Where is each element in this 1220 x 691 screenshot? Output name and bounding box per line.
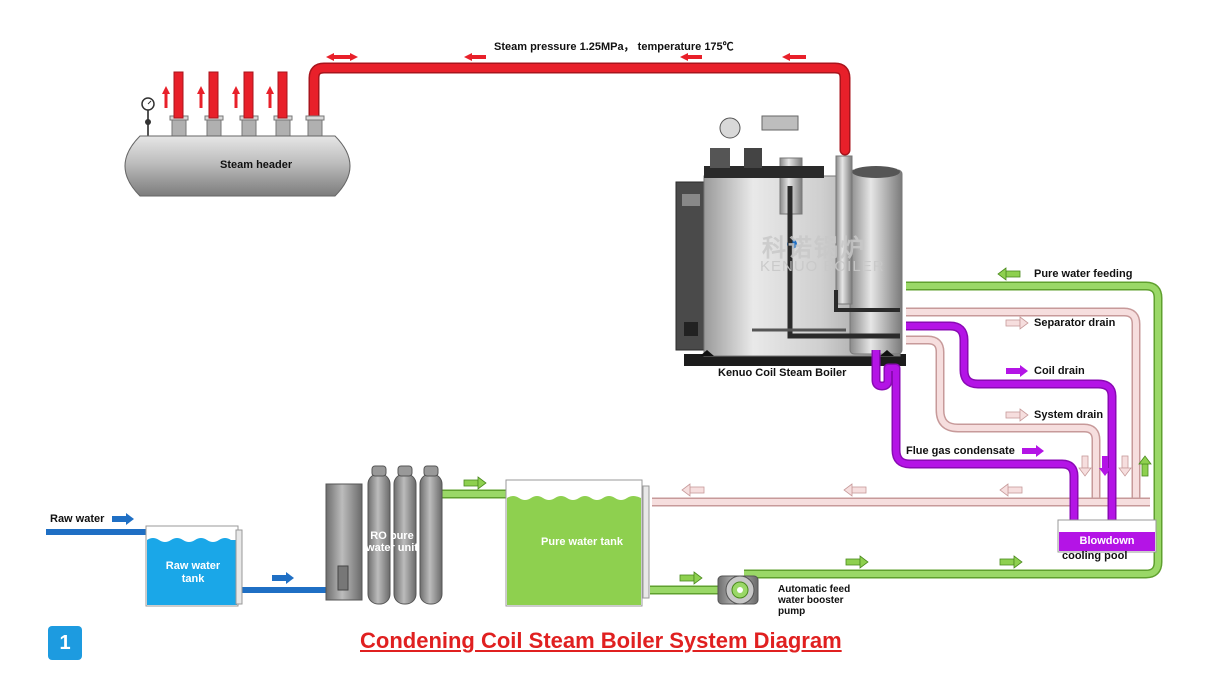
header-body bbox=[124, 135, 351, 197]
raw-water-label: Raw water bbox=[50, 513, 105, 525]
arrow-up-icon bbox=[197, 86, 205, 108]
pressure-gauge-icon bbox=[141, 97, 155, 136]
steam-flow-arrows bbox=[326, 53, 806, 61]
pure-water-tank bbox=[505, 479, 650, 607]
steam-pipe bbox=[308, 62, 851, 156]
separator-drain-label: Separator drain bbox=[1034, 317, 1116, 329]
arrow-right-icon bbox=[1022, 445, 1044, 457]
ro-pure-water-unit bbox=[325, 465, 443, 605]
flow-arrows bbox=[112, 267, 1152, 585]
feed-water-pump bbox=[717, 575, 759, 605]
coil-drain-label: Coil drain bbox=[1034, 365, 1085, 377]
brand-logo-en: KENUO BOILER bbox=[760, 258, 885, 275]
arrow-right-icon bbox=[845, 555, 869, 569]
arrow-up-icon bbox=[162, 86, 170, 108]
pump-label: Automatic feed water booster pump bbox=[778, 584, 851, 617]
system-drain-label: System drain bbox=[1034, 409, 1104, 421]
steam-pressure-label: Steam pressure 1.25MPa， temperature 175℃ bbox=[494, 41, 734, 53]
arrow-right-icon bbox=[463, 476, 487, 490]
ro-unit-label: RO pure water unit bbox=[366, 530, 418, 554]
steam-header bbox=[124, 71, 351, 197]
cooling-pool-label: cooling pool bbox=[1062, 550, 1128, 562]
arrow-right-icon bbox=[999, 555, 1023, 569]
header-riser-pipes bbox=[173, 71, 288, 119]
arrow-right-icon bbox=[1005, 316, 1029, 330]
boiler-label: Kenuo Coil Steam Boiler bbox=[718, 367, 847, 379]
arrow-left-icon bbox=[326, 53, 350, 61]
arrow-left-icon bbox=[464, 53, 486, 61]
header-outlets bbox=[169, 115, 325, 137]
drain-pipes bbox=[652, 307, 1150, 507]
feed-water-pipes bbox=[440, 281, 1163, 595]
steam-header-label: Steam header bbox=[220, 159, 293, 171]
arrow-right-icon bbox=[1006, 365, 1028, 377]
raw-water-tank-label: Raw water tank bbox=[165, 560, 221, 585]
arrow-right-icon bbox=[679, 571, 703, 585]
arrow-right-icon bbox=[272, 572, 294, 584]
arrow-left-icon bbox=[681, 483, 705, 497]
header-up-arrows bbox=[162, 86, 274, 108]
arrow-down-icon bbox=[1099, 456, 1111, 476]
arrow-up-icon bbox=[1138, 455, 1152, 477]
arrow-left-icon bbox=[999, 483, 1023, 497]
figure-number-badge: 1 bbox=[48, 626, 82, 660]
arrow-down-icon bbox=[1078, 455, 1092, 477]
blowdown-cooling-pool bbox=[1057, 519, 1157, 553]
boiler-unit bbox=[675, 115, 906, 366]
diagram-title: Condening Coil Steam Boiler System Diagr… bbox=[360, 628, 842, 653]
brand-logo-cn: 科诺锅炉 bbox=[762, 234, 866, 262]
arrow-right-icon bbox=[112, 513, 134, 525]
arrow-left-icon bbox=[997, 267, 1021, 281]
arrow-left-icon bbox=[680, 53, 702, 61]
arrow-right-icon bbox=[1005, 408, 1029, 422]
flue-gas-condensate-label: Flue gas condensate bbox=[906, 445, 1015, 457]
pure-water-feeding-label: Pure water feeding bbox=[1034, 268, 1133, 280]
purple-pipes bbox=[871, 321, 1117, 522]
arrow-up-icon bbox=[266, 86, 274, 108]
blowdown-label: Blowdown bbox=[1079, 535, 1135, 547]
raw-water-tank bbox=[145, 525, 243, 607]
arrow-left-icon bbox=[843, 483, 867, 497]
arrow-up-icon bbox=[232, 86, 240, 108]
pure-water-tank-label: Pure water tank bbox=[541, 536, 623, 548]
arrow-left-icon bbox=[782, 53, 806, 61]
arrow-down-icon bbox=[1118, 455, 1132, 477]
